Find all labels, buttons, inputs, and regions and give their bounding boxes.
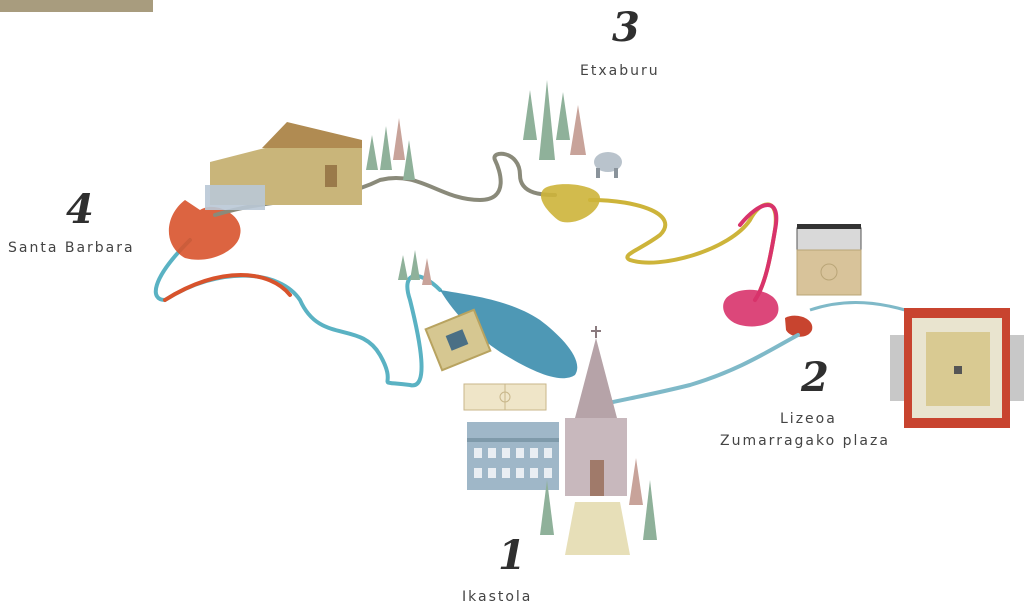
lizeoa-blot — [723, 289, 779, 327]
route-santa-barbara-to-ikastola — [153, 238, 442, 388]
stop-2-number: 2 — [801, 354, 829, 401]
stop-3-label: Etxaburu — [580, 63, 660, 79]
church-plaza — [565, 502, 630, 555]
lake-trees — [398, 250, 432, 285]
stop-3-number: 3 — [612, 4, 640, 51]
stop-2-label-line2: Zumarragako plaza — [720, 433, 890, 449]
santa-barbara-chapel — [205, 122, 362, 210]
cow — [594, 152, 622, 178]
etxaburu-blot — [540, 184, 600, 223]
lizeoa-building — [796, 224, 862, 296]
chapel-trees — [366, 118, 415, 180]
route-lizeoa-to-ikastola — [598, 333, 800, 407]
stop-1-number: 1 — [498, 532, 526, 579]
church-trees — [540, 458, 657, 540]
stop-2-label-line1: Lizeoa — [780, 411, 837, 427]
tilted-field — [424, 308, 492, 372]
stop-4-number: 4 — [66, 186, 94, 233]
stop-4-label: Santa Barbara — [8, 240, 135, 256]
corner-tab — [0, 0, 153, 12]
church — [565, 326, 627, 496]
etxaburu-trees — [523, 80, 586, 160]
santa-barbara-blot — [168, 200, 241, 260]
stop-1-label: Ikastola — [462, 589, 533, 605]
football-field — [463, 383, 547, 411]
zumarragako-plaza — [890, 308, 1024, 428]
ikastola-building — [467, 422, 559, 490]
